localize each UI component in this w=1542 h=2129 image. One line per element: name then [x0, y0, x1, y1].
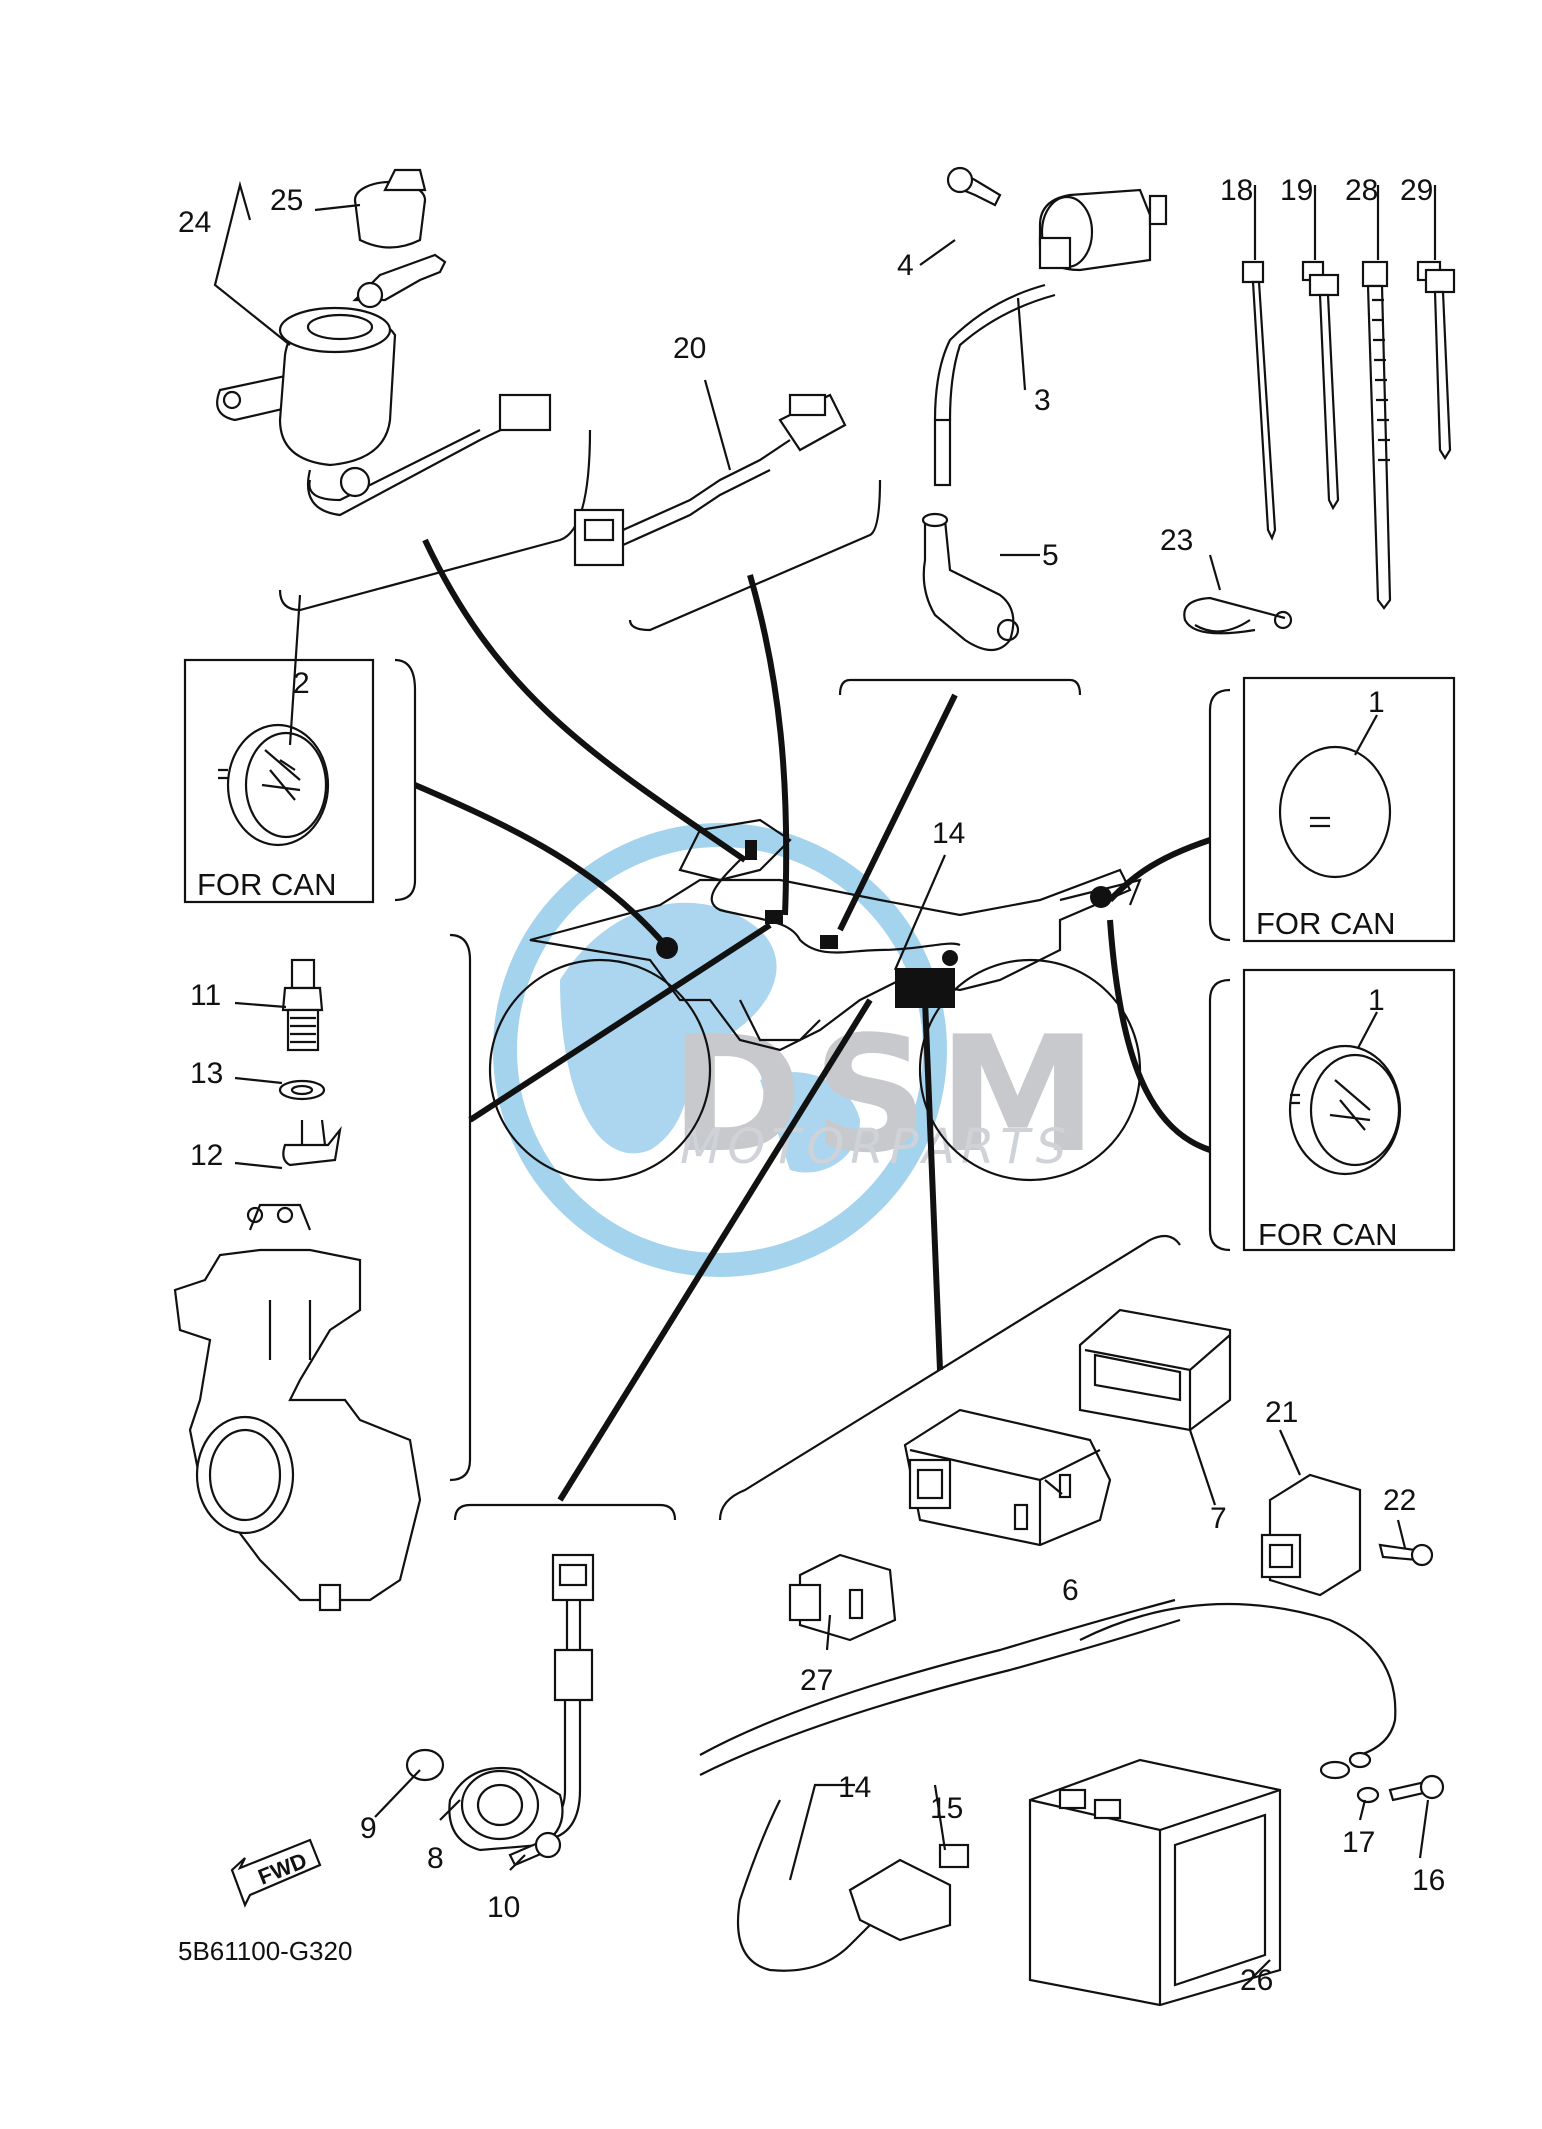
ignition-coil-assembly: [921, 166, 1168, 652]
callout-12: 12: [190, 1139, 223, 1172]
for-can-box-1-lower: FOR CAN: [1242, 968, 1456, 1252]
fwd-arrow-icon: FWD: [230, 1838, 322, 1908]
callout-27: 27: [800, 1664, 833, 1697]
group-brackets: [278, 429, 1231, 1521]
spark-plug-and-carburetor: [173, 958, 422, 1612]
callout-numbers: 1 1 2 3 4 5 6 7 8 9 10 11 12 13 14 14 15…: [178, 174, 1445, 1997]
callout-28: 28: [1345, 174, 1378, 207]
callout-1-upper: 1: [1368, 686, 1385, 719]
diagram-code: 5B61100-G320: [178, 1936, 352, 1966]
callout-17: 17: [1342, 1826, 1375, 1859]
for-can-label-1-lower: FOR CAN: [1258, 1217, 1398, 1252]
for-can-box-1-upper: FOR CAN: [1242, 676, 1456, 943]
callout-23: 23: [1160, 524, 1193, 557]
callout-18: 18: [1220, 174, 1253, 207]
sub-wire-lead: [573, 393, 847, 567]
callout-13: 13: [190, 1057, 223, 1090]
callout-10: 10: [487, 1891, 520, 1924]
callout-1-lower: 1: [1368, 984, 1385, 1017]
callout-14-battery: 14: [838, 1771, 871, 1804]
for-can-label-1-upper: FOR CAN: [1256, 906, 1396, 941]
clamp-end: [1273, 610, 1293, 630]
callout-29: 29: [1400, 174, 1433, 207]
electrical-boxes: [788, 1308, 1434, 1642]
callout-5: 5: [1042, 539, 1059, 572]
battery-section: [699, 1598, 1445, 2007]
callout-20: 20: [673, 332, 706, 365]
wire-harness-route: [710, 859, 961, 954]
callout-22: 22: [1383, 1484, 1416, 1517]
callout-leaders: [213, 180, 1437, 1981]
main-switch-assembly: [216, 168, 552, 517]
for-can-label-2: FOR CAN: [197, 867, 337, 902]
callout-4: 4: [897, 249, 914, 282]
cable-ties: [1241, 260, 1456, 610]
group-leader-lines: [413, 538, 1211, 1502]
watermark-globe-icon: [493, 823, 947, 1277]
callout-14-harness: 14: [932, 817, 965, 850]
watermark-logo: DSM: [670, 1001, 1107, 1188]
callout-2: 2: [293, 667, 310, 700]
for-can-box-2: FOR CAN: [183, 658, 375, 904]
callout-25: 25: [270, 184, 303, 217]
callout-24: 24: [178, 206, 211, 239]
callout-11: 11: [190, 979, 221, 1012]
callout-7: 7: [1210, 1502, 1227, 1535]
callout-26: 26: [1240, 1964, 1273, 1997]
watermark: DSM MOTORPARTS: [493, 823, 1107, 1277]
callout-16: 16: [1412, 1864, 1445, 1897]
callout-15: 15: [930, 1792, 963, 1825]
callout-8: 8: [427, 1842, 444, 1875]
callout-3: 3: [1034, 384, 1051, 417]
sensor-assembly: [405, 1553, 595, 1867]
callout-21: 21: [1265, 1396, 1298, 1429]
callout-19: 19: [1280, 174, 1313, 207]
clamp-part: [1183, 596, 1286, 635]
callout-6: 6: [1062, 1574, 1079, 1607]
callout-9: 9: [360, 1812, 377, 1845]
watermark-subtitle: MOTORPARTS: [680, 1119, 1072, 1175]
